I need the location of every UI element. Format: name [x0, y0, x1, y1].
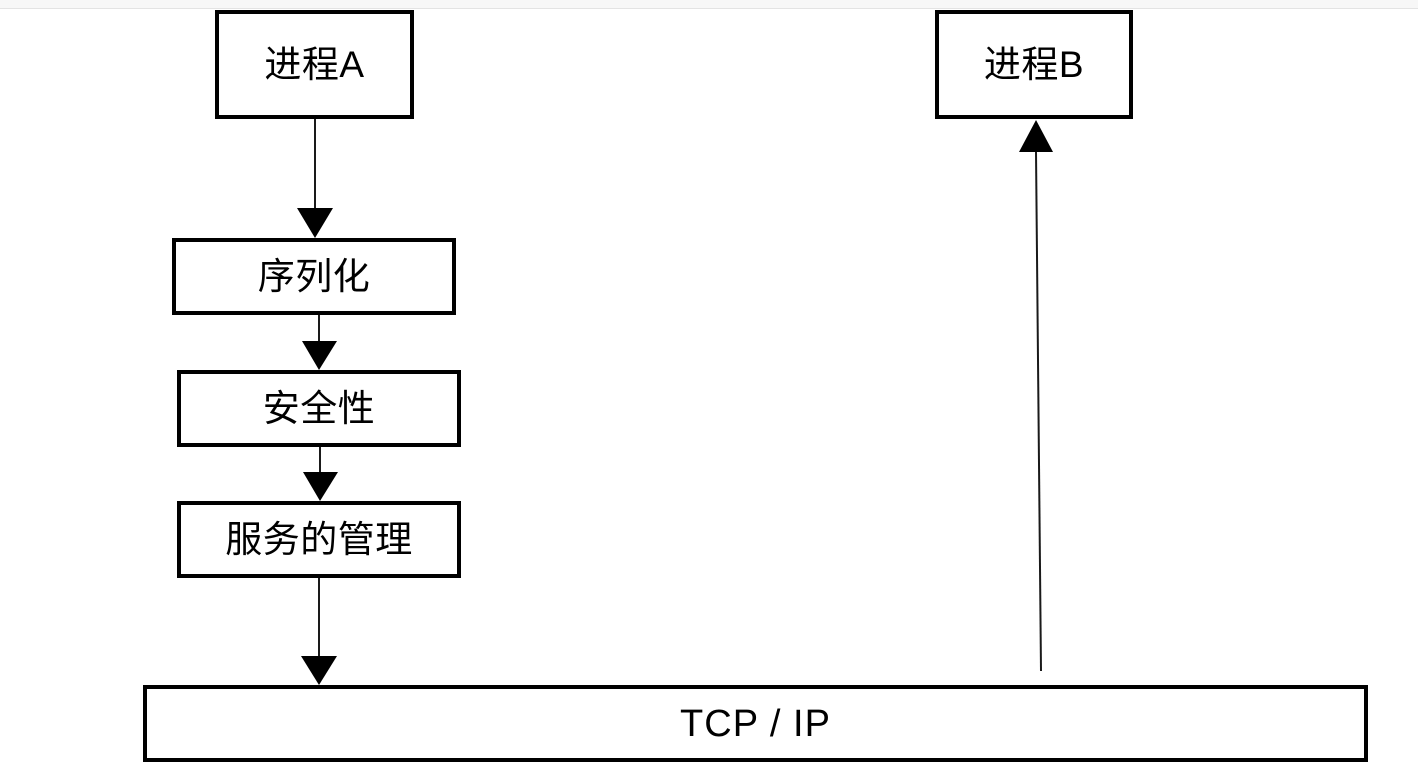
node-security-label: 安全性 [262, 388, 376, 429]
node-process-b[interactable]: 进程B [935, 10, 1133, 119]
edge-tcpip-to-process-b [1019, 120, 1053, 672]
node-service-management[interactable]: 服务的管理 [177, 501, 461, 578]
edge-security-to-service-management [303, 447, 338, 501]
page-top-strip [0, 0, 1418, 9]
node-service-management-label: 服务的管理 [225, 519, 413, 560]
node-serialization[interactable]: 序列化 [172, 238, 456, 315]
node-security[interactable]: 安全性 [177, 370, 461, 447]
node-serialization-label: 序列化 [257, 256, 371, 297]
edge-service-management-to-tcpip [301, 578, 337, 685]
node-tcpip-label: TCP / IP [680, 702, 831, 745]
edge-serialization-to-security [302, 315, 337, 370]
node-process-a[interactable]: 进程A [215, 10, 414, 119]
node-process-b-label: 进程B [983, 44, 1085, 85]
edge-process-a-to-serialization [297, 119, 333, 238]
node-tcpip[interactable]: TCP / IP [143, 685, 1368, 762]
node-process-a-label: 进程A [264, 44, 365, 85]
